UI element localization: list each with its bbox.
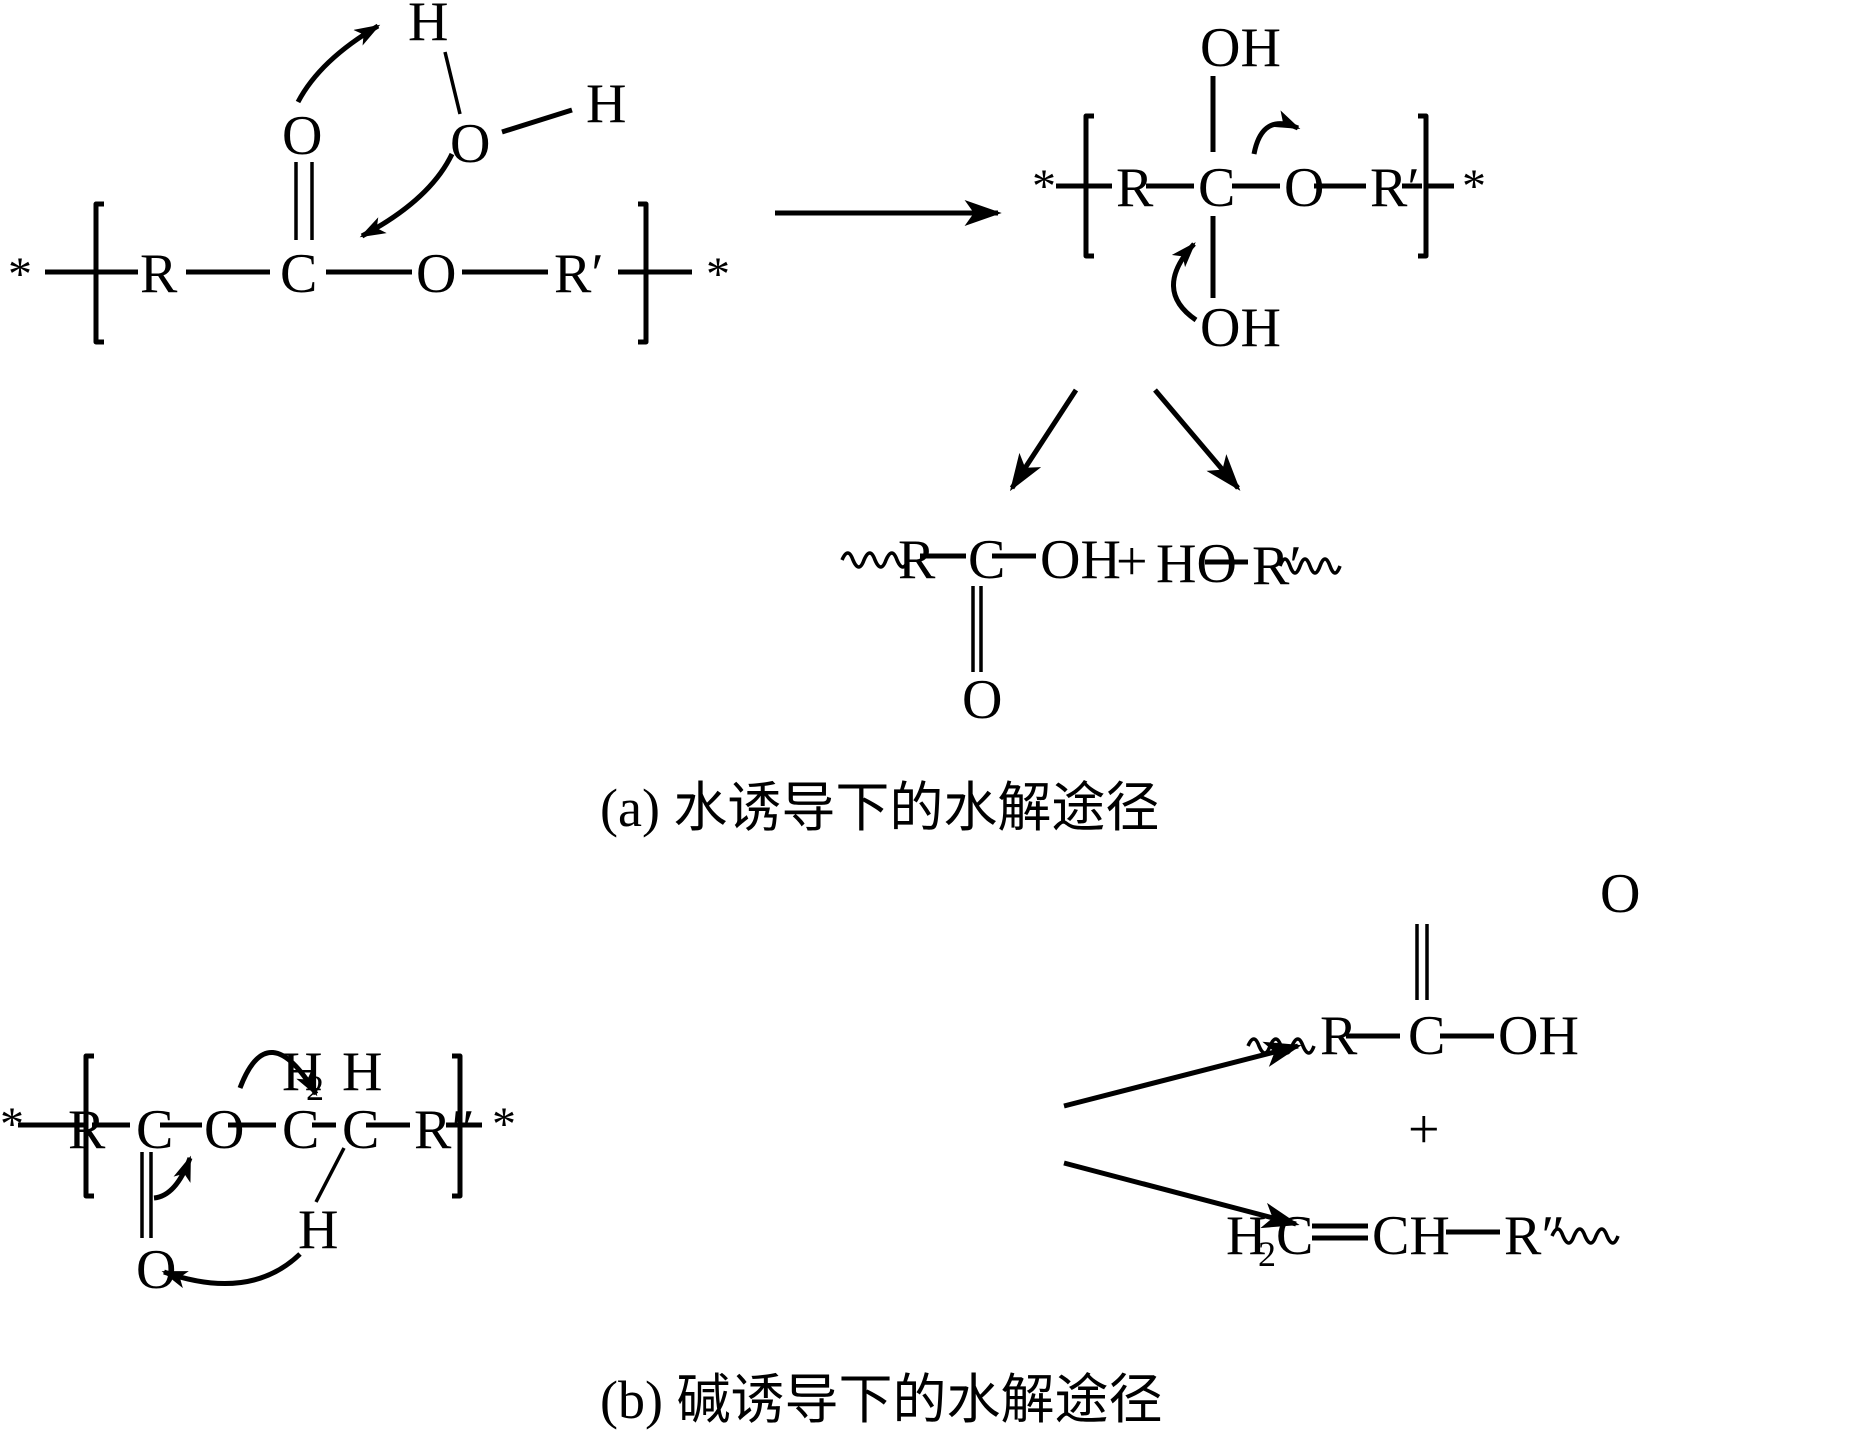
bond-c3-h	[314, 1147, 346, 1203]
bond-o-h2	[501, 107, 573, 135]
atom-oh-bottom: OH	[1200, 297, 1281, 359]
atom-h-top: H	[342, 1041, 382, 1103]
atom-c3: C	[342, 1099, 379, 1161]
alkene-r-dprime: R″	[1504, 1205, 1565, 1267]
wavy-bond-acid	[840, 551, 910, 569]
bond-h1-o	[443, 51, 462, 115]
arrow-to-alcohol	[1153, 388, 1241, 491]
acid-atom-o: O	[962, 669, 1002, 731]
atom-h-beta: H	[298, 1199, 338, 1261]
caption-a: (a) 水诱导下的水解途径	[600, 778, 1159, 838]
panel-a-products: R C OH O + HO R′	[840, 529, 1342, 731]
water-h2: H	[586, 73, 626, 135]
arrow-to-acid-b	[1063, 1041, 1302, 1109]
atom-r-dprime: R″	[414, 1099, 475, 1161]
curved-arrow-oh-to-c	[1171, 242, 1198, 323]
chain-end-left: *	[8, 248, 32, 301]
wavy-bond-alkene	[1550, 1227, 1620, 1245]
arrow-to-acid	[1009, 388, 1079, 492]
atom-o-carbonyl: O	[282, 105, 322, 167]
panel-b-reactant: * R C O C H 2 C H R″ * O H	[0, 1041, 516, 1301]
alkene-h-subscript: 2	[1258, 1234, 1276, 1274]
arrow-to-alkene	[1063, 1160, 1300, 1229]
atom-r: R	[68, 1099, 106, 1161]
atom-r-prime: R′	[554, 243, 604, 305]
alkene-h: H	[1226, 1205, 1266, 1267]
atom-o-ester: O	[204, 1099, 244, 1161]
acid-atom-r: R	[898, 529, 936, 591]
panel-a-reactant: * R C O R′ * O H O H	[8, 0, 730, 345]
atom-o-carbonyl: O	[136, 1239, 176, 1301]
atom-r: R	[140, 243, 178, 305]
atom-c1: C	[136, 1099, 173, 1161]
acid-atom-oh: OH	[1040, 529, 1121, 591]
atom-oh-top: OH	[1200, 17, 1281, 79]
alkene-ch: CH	[1372, 1205, 1450, 1267]
curved-arrow-o-c-bond	[237, 1050, 319, 1097]
curved-arrow-co-to-o	[153, 1155, 193, 1201]
atom-c: C	[1198, 157, 1235, 219]
chain-end-left: *	[1032, 160, 1056, 213]
water-h1: H	[408, 0, 448, 53]
acid-atom-oh: OH	[1498, 1005, 1579, 1067]
panel-b-products: O R C OH + H 2 C CH R″	[1226, 863, 1640, 1274]
acid-atom-c: C	[968, 529, 1005, 591]
curved-arrow-bond-to-o	[1251, 110, 1301, 155]
atom-c: C	[280, 243, 317, 305]
curved-arrow-o-to-c	[359, 152, 455, 239]
curved-arrow-h-to-o	[161, 1252, 302, 1289]
curved-arrow-o-to-h	[295, 23, 381, 104]
wavy-bond-alcohol	[1278, 557, 1342, 575]
atom-o-ester: O	[416, 243, 456, 305]
chain-end-right: *	[706, 248, 730, 301]
plus-sign: +	[1116, 531, 1148, 593]
water-o: O	[450, 113, 490, 175]
panel-a-intermediate: * R C O R′ * OH OH	[1032, 17, 1486, 359]
alcohol-atom-r-prime: R′	[1252, 535, 1302, 597]
plus-sign: +	[1408, 1099, 1440, 1161]
caption-b: (b) 碱诱导下的水解途径	[600, 1370, 1162, 1430]
bracket-left	[83, 1053, 94, 1199]
atom-c2: C	[282, 1099, 319, 1161]
chain-end-right: *	[492, 1098, 516, 1151]
alkene-c: C	[1276, 1205, 1313, 1267]
wavy-bond-acid	[1246, 1037, 1316, 1055]
acid-atom-o: O	[1600, 863, 1640, 925]
chain-end-right: *	[1462, 160, 1486, 213]
acid-atom-c: C	[1408, 1005, 1445, 1067]
